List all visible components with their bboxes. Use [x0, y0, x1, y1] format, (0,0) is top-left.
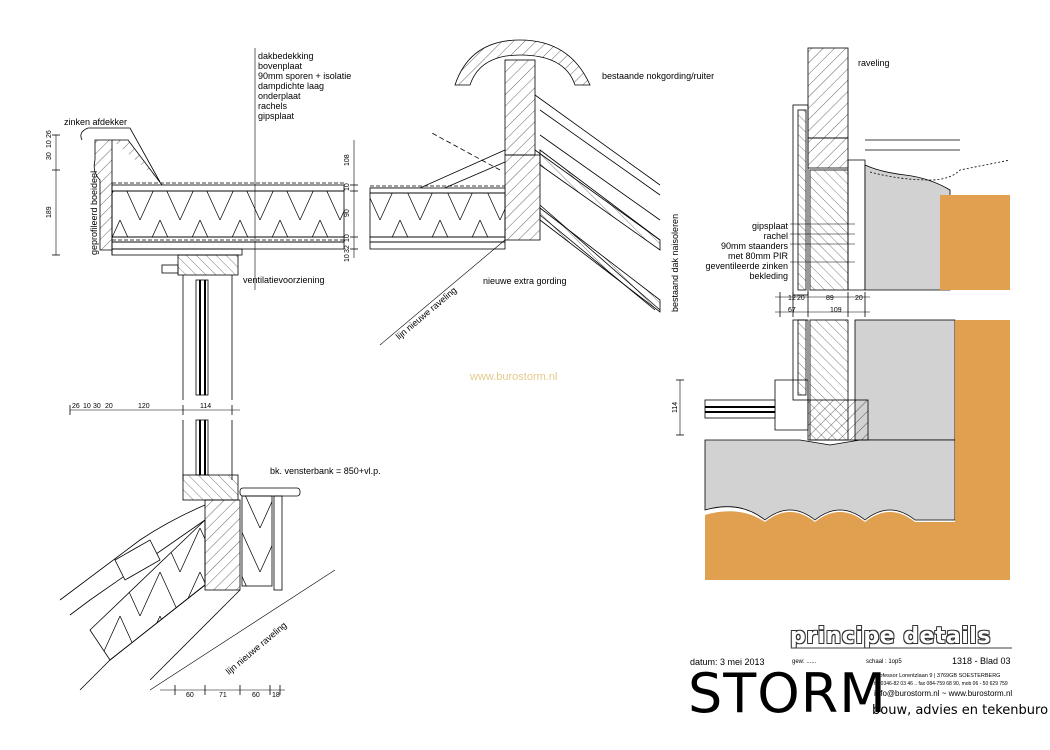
label-nokgording: bestaande nokgording/ruiter [602, 71, 714, 81]
label-extra-gording: nieuwe extra gording [483, 276, 567, 286]
dim-90: 90 [344, 209, 351, 217]
dim-108: 108 [344, 154, 351, 166]
label-raveling: raveling [858, 58, 890, 68]
label-ventilatie: ventilatievoorziening [243, 275, 325, 285]
label-dampdicht: dampdichte laag [258, 81, 324, 91]
raveling-detail [775, 47, 1011, 317]
dim-r20b: 20 [855, 295, 863, 302]
dim-26: 26 [46, 130, 53, 138]
label-vensterbank: bk. vensterbank = 850+vl.p. [270, 466, 381, 476]
label-bovenplaat: bovenplaat [258, 61, 303, 71]
company-phone: tel 0346-82 03 46 .. fax 084-759 68 90, … [874, 681, 1008, 687]
dim-b71: 71 [219, 692, 227, 699]
label-lijn-raveling-2: lijn nieuwe raveling [224, 620, 289, 677]
label-r-pir: met 80mm PIR [728, 251, 789, 261]
dim-r10c: 10 [344, 254, 351, 262]
label-r-rachel: rachel [763, 231, 788, 241]
dim-h20: 20 [105, 403, 113, 410]
dim-10: 10 [46, 140, 53, 148]
dim-r12: 12 [788, 295, 796, 302]
label-rachels: rachels [258, 101, 288, 111]
eaves-detail [52, 48, 358, 400]
dim-r114: 114 [672, 402, 679, 413]
drawing-gew: gew: ...... [792, 659, 817, 665]
drawing-date: datum: 3 mei 2013 [690, 657, 765, 667]
dim-30: 30 [46, 152, 53, 160]
label-boeideel: geprofileerd boeideel [89, 171, 99, 255]
label-sporen: 90mm sporen + isolatie [258, 71, 351, 81]
roof-layer-labels: dakbedekking bovenplaat 90mm sporen + is… [258, 51, 351, 121]
label-r-staanders: 90mm staanders [721, 241, 789, 251]
dim-r67: 67 [788, 307, 796, 314]
company-contact: info@burostorm.nl ~ www.burostorm.nl [874, 689, 1013, 698]
drawing-title: principe details [790, 624, 991, 649]
wall-corner-detail [676, 319, 1010, 580]
dim-h114: 114 [200, 403, 211, 410]
dim-r20a: 20 [797, 295, 805, 302]
label-zinken-afdekker: zinken afdekker [64, 117, 127, 127]
dim-b18: 18 [272, 692, 280, 699]
dim-b60b: 60 [252, 692, 260, 699]
dim-h30: 30 [93, 403, 101, 410]
dim-b60a: 60 [186, 692, 194, 699]
dim-189: 189 [46, 206, 53, 218]
company-tagline: bouw, advies en tekenburo [872, 703, 1049, 718]
dim-32: 32 [344, 245, 351, 253]
company-logo: STORM [688, 662, 887, 725]
label-gipsplaat: gipsplaat [258, 111, 295, 121]
dim-r10b: 10 [344, 234, 351, 242]
label-naisoleren: bestaand dak naisoleren [670, 214, 680, 312]
company-address: Professor Lorentzlaan 9 | 3769GB SOESTER… [874, 673, 1001, 679]
ridge-detail [369, 39, 661, 346]
drawing-scale: schaal : 1op5 [866, 659, 902, 665]
dim-r89: 89 [826, 295, 834, 302]
label-lijn-raveling-1: lijn nieuwe raveling [394, 285, 459, 342]
label-r-zink: geventileerde zinken [705, 261, 788, 271]
label-dakbedekking: dakbedekking [258, 51, 314, 61]
label-onderplaat: onderplaat [258, 91, 301, 101]
dim-h26: 26 [72, 403, 80, 410]
wall-layer-labels: gipsplaat rachel 90mm staanders met 80mm… [705, 221, 788, 281]
sill-detail [59, 405, 336, 695]
dim-r109: 109 [830, 307, 842, 314]
sheet-number: 1318 - Blad 03 [952, 656, 1011, 666]
label-r-bekleding: bekleding [749, 271, 788, 281]
dimension-labels: 30 10 26 189 108 10 90 10 32 10 26 10 30… [46, 130, 863, 699]
label-r-gipsplaat: gipsplaat [752, 221, 789, 231]
watermark: www.burostorm.nl [469, 371, 557, 383]
dim-h10: 10 [83, 403, 91, 410]
dim-r10a: 10 [344, 183, 351, 191]
dim-h120: 120 [138, 403, 150, 410]
